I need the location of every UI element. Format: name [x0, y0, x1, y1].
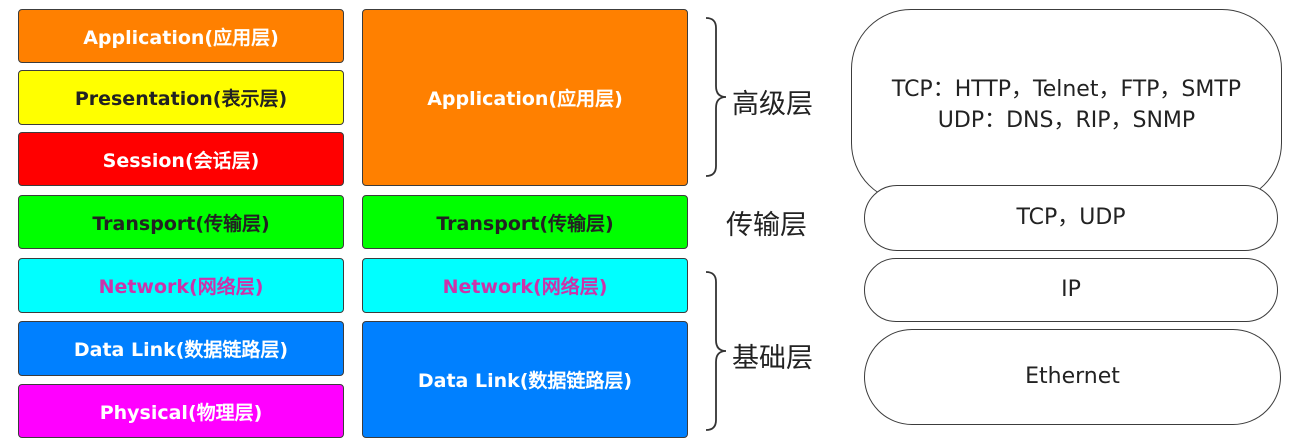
osi-session-layer: Session(会话层) [18, 132, 344, 186]
application-protocols: TCP：HTTP，Telnet，FTP，SMTP UDP：DNS，RIP，SNM… [851, 9, 1282, 203]
network-protocols-text: IP [1061, 276, 1081, 302]
application-protocols-udp: UDP：DNS，RIP，SNMP [937, 108, 1196, 133]
tcpip-application-layer: Application(应用层) [362, 9, 688, 186]
application-protocols-tcp: TCP：HTTP，Telnet，FTP，SMTP [891, 77, 1242, 103]
high-layer-brace [705, 17, 727, 177]
datalink-protocols: Ethernet [864, 329, 1281, 425]
tcpip-datalink-layer: Data Link(数据链路层) [362, 321, 688, 438]
tcpip-transport-layer: Transport(传输层) [362, 195, 688, 249]
osi-transport-layer: Transport(传输层) [18, 195, 344, 249]
network-protocols: IP [864, 258, 1278, 322]
osi-presentation-layer: Presentation(表示层) [18, 70, 344, 125]
transport-protocols: TCP，UDP [864, 185, 1278, 251]
tcpip-network-layer: Network(网络层) [362, 258, 688, 313]
transport-protocols-text: TCP，UDP [1016, 204, 1126, 230]
base-layer-brace [705, 271, 727, 431]
high-layer-label: 高级层 [732, 89, 813, 120]
osi-application-layer: Application(应用层) [18, 9, 344, 63]
osi-datalink-layer: Data Link(数据链路层) [18, 321, 344, 376]
transport-layer-label: 传输层 [726, 210, 807, 241]
datalink-protocols-text: Ethernet [1025, 363, 1120, 389]
osi-physical-layer: Physical(物理层) [18, 384, 344, 438]
base-layer-label: 基础层 [732, 343, 813, 374]
osi-network-layer: Network(网络层) [18, 258, 344, 313]
